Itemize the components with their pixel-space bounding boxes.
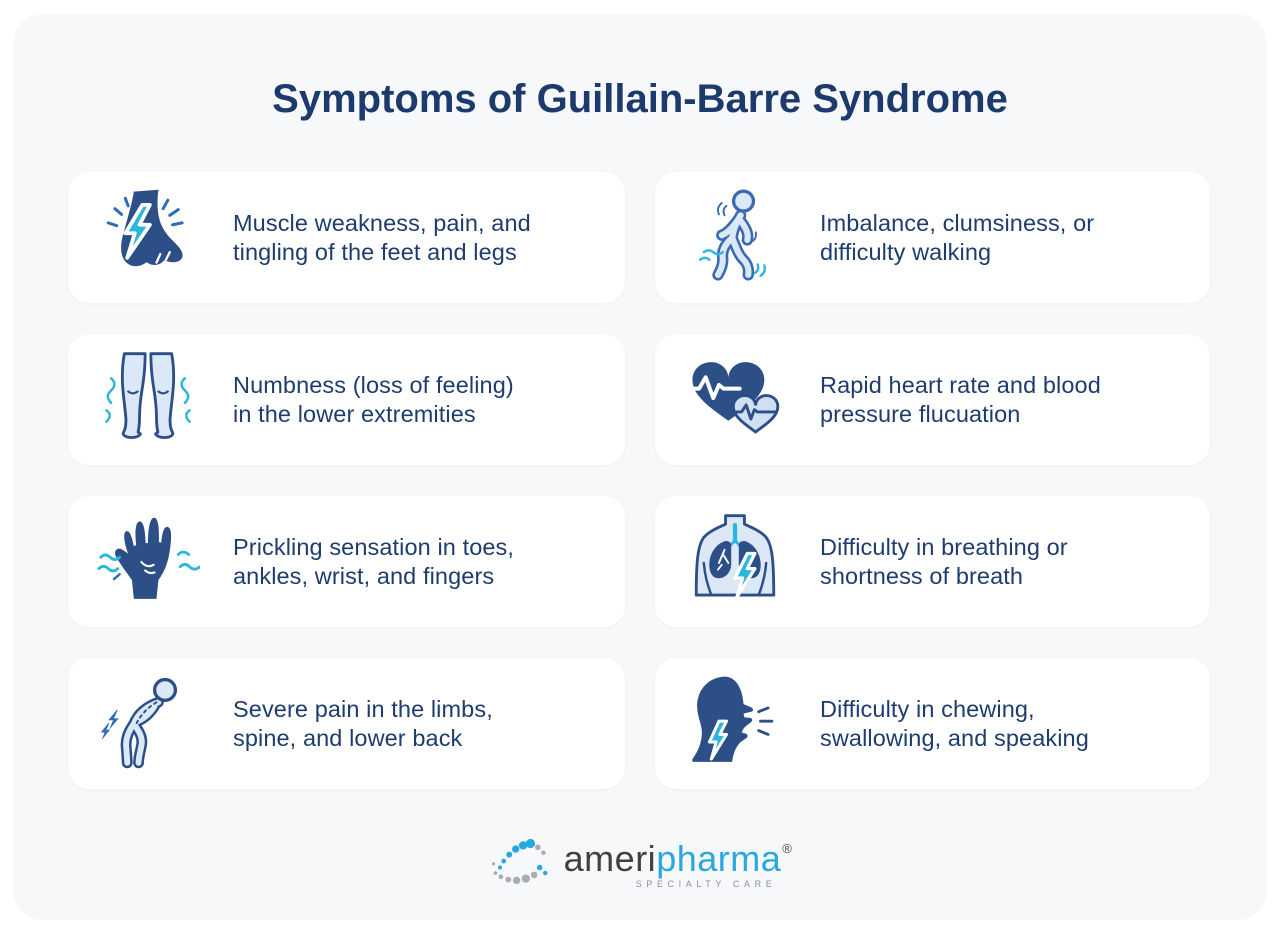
- symptom-text-line: Difficulty in chewing,: [820, 695, 1035, 722]
- symptom-text-line: in the lower extremities: [233, 400, 476, 427]
- numb-legs-icon: [95, 347, 201, 453]
- symptom-card: Imbalance, clumsiness, or difficulty wal…: [655, 172, 1210, 303]
- symptom-text-line: pressure flucuation: [820, 400, 1021, 427]
- logo-wordmark: ameripharma® SPECIALTY CARE: [563, 830, 793, 890]
- heart-rate-icon: [682, 347, 788, 453]
- breathing-icon: [682, 509, 788, 615]
- logo-text-pharma: pharma: [656, 838, 782, 879]
- symptom-card: Muscle weakness, pain, and tingling of t…: [68, 172, 625, 303]
- symptom-text-line: tingling of the feet and legs: [233, 238, 517, 265]
- symptom-grid: Muscle weakness, pain, and tingling of t…: [68, 172, 1210, 789]
- symptom-text-line: spine, and lower back: [233, 724, 463, 751]
- symptom-text-line: difficulty walking: [820, 238, 992, 265]
- foot-pain-icon: [95, 185, 201, 291]
- symptom-text-line: Imbalance, clumsiness, or: [820, 209, 1095, 236]
- back-pain-icon: [95, 671, 201, 777]
- symptom-card: Severe pain in the limbs, spine, and low…: [68, 658, 625, 789]
- symptom-text: Difficulty in breathing or shortness of …: [820, 533, 1068, 591]
- symptom-text-line: ankles, wrist, and fingers: [233, 562, 495, 589]
- symptom-text-line: Severe pain in the limbs,: [233, 695, 493, 722]
- prickling-hand-icon: [95, 509, 201, 615]
- logo-text-ameri: ameri: [563, 838, 657, 879]
- symptom-text: Numbness (loss of feeling) in the lower …: [233, 371, 514, 429]
- symptom-card: Numbness (loss of feeling) in the lower …: [68, 334, 625, 465]
- symptom-text-line: swallowing, and speaking: [820, 724, 1089, 751]
- symptom-card: Prickling sensation in toes, ankles, wri…: [68, 496, 625, 627]
- symptom-text-line: Numbness (loss of feeling): [233, 371, 514, 398]
- symptom-text: Muscle weakness, pain, and tingling of t…: [233, 209, 531, 267]
- symptom-text-line: shortness of breath: [820, 562, 1024, 589]
- walking-person-icon: [682, 185, 788, 291]
- symptom-text: Imbalance, clumsiness, or difficulty wal…: [820, 209, 1094, 267]
- symptom-text: Difficulty in chewing, swallowing, and s…: [820, 695, 1089, 753]
- symptom-text-line: Prickling sensation in toes,: [233, 533, 515, 560]
- dna-helix-icon: [491, 838, 548, 884]
- logo-tagline: SPECIALTY CARE: [635, 879, 777, 889]
- symptom-text: Rapid heart rate and blood pressure fluc…: [820, 371, 1101, 429]
- symptom-card: Difficulty in breathing or shortness of …: [655, 496, 1210, 627]
- page-title: Symptoms of Guillain-Barre Syndrome: [272, 77, 1008, 121]
- symptom-text-line: Rapid heart rate and blood: [820, 371, 1101, 398]
- symptom-text: Severe pain in the limbs, spine, and low…: [233, 695, 493, 753]
- symptom-text: Prickling sensation in toes, ankles, wri…: [233, 533, 514, 591]
- symptom-card: Rapid heart rate and blood pressure fluc…: [655, 334, 1210, 465]
- symptom-text-line: Difficulty in breathing or: [820, 533, 1068, 560]
- ameripharma-logo: ameripharma® SPECIALTY CARE: [0, 830, 1280, 889]
- symptom-text-line: Muscle weakness, pain, and: [233, 209, 531, 236]
- symptom-card: Difficulty in chewing, swallowing, and s…: [655, 658, 1210, 789]
- registered-trademark: ®: [782, 841, 793, 856]
- throat-icon: [682, 671, 788, 777]
